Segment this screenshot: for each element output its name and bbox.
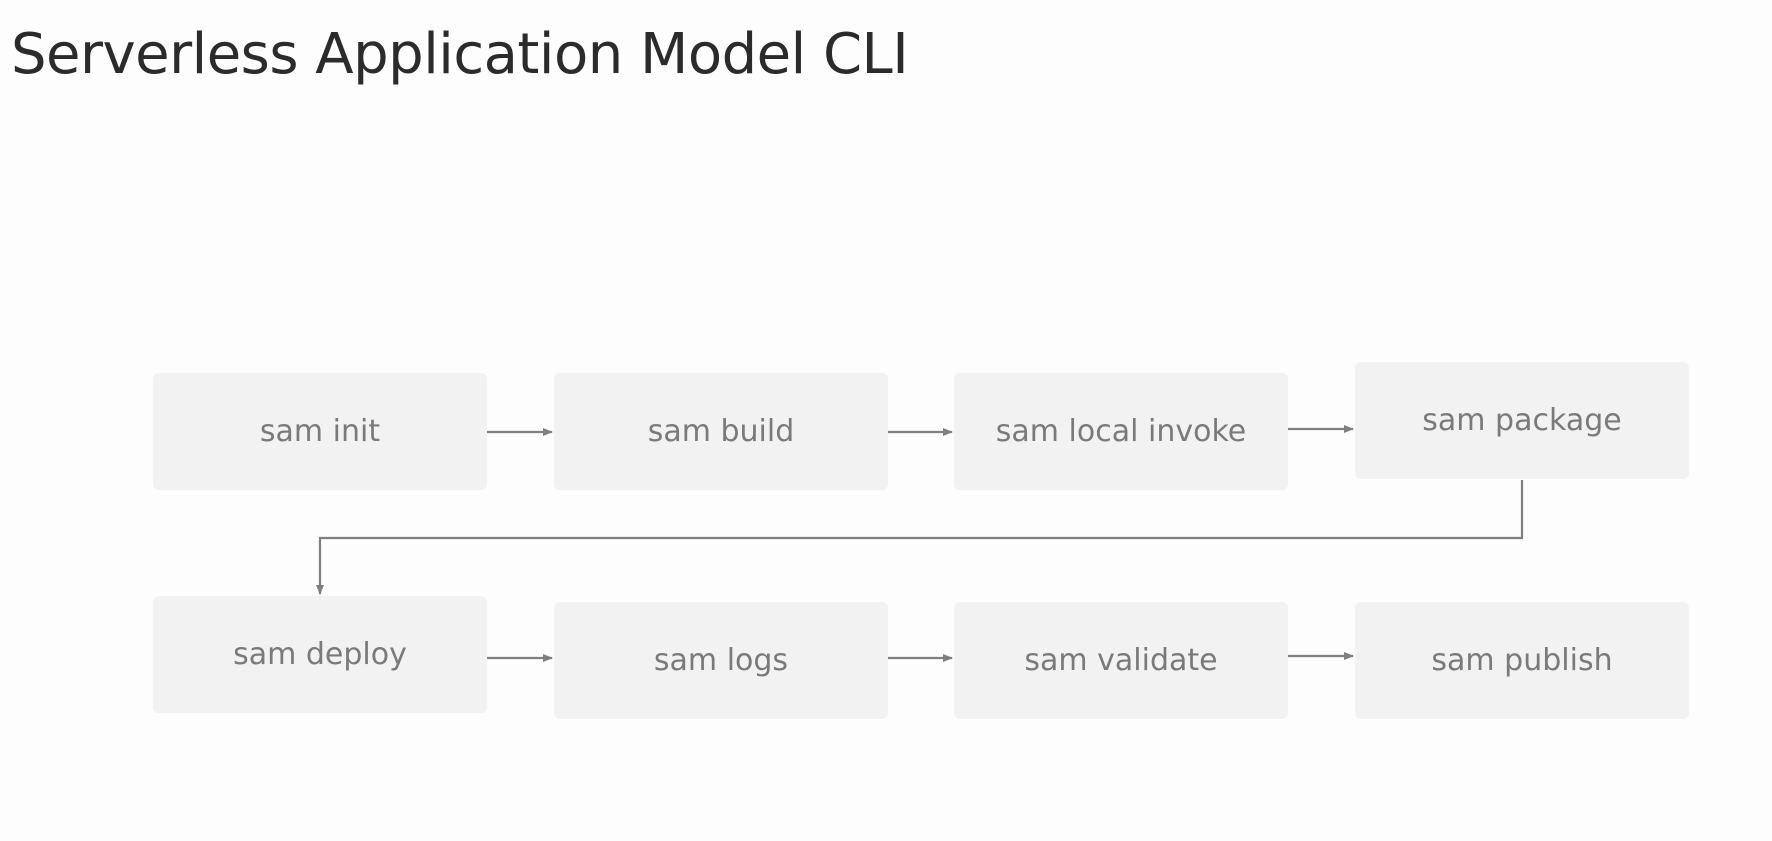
step-label: sam build [647,414,795,449]
arrow-package-to-deploy [316,480,1524,595]
step-sam-validate: sam validate [954,602,1288,719]
step-label: sam publish [1431,643,1613,678]
step-sam-package: sam package [1355,362,1689,479]
step-sam-publish: sam publish [1355,602,1689,719]
step-label: sam deploy [233,637,407,672]
step-label: sam init [259,414,381,449]
step-label: sam validate [1024,643,1218,678]
step-sam-logs: sam logs [554,602,888,719]
step-label: sam logs [653,643,789,678]
step-sam-local-invoke: sam local invoke [954,373,1288,490]
step-sam-deploy: sam deploy [153,596,487,713]
step-sam-build: sam build [554,373,888,490]
slide-title: Serverless Application Model CLI [11,22,909,87]
step-label: sam local invoke [995,414,1247,449]
step-label: sam package [1422,403,1622,438]
step-sam-init: sam init [153,373,487,490]
